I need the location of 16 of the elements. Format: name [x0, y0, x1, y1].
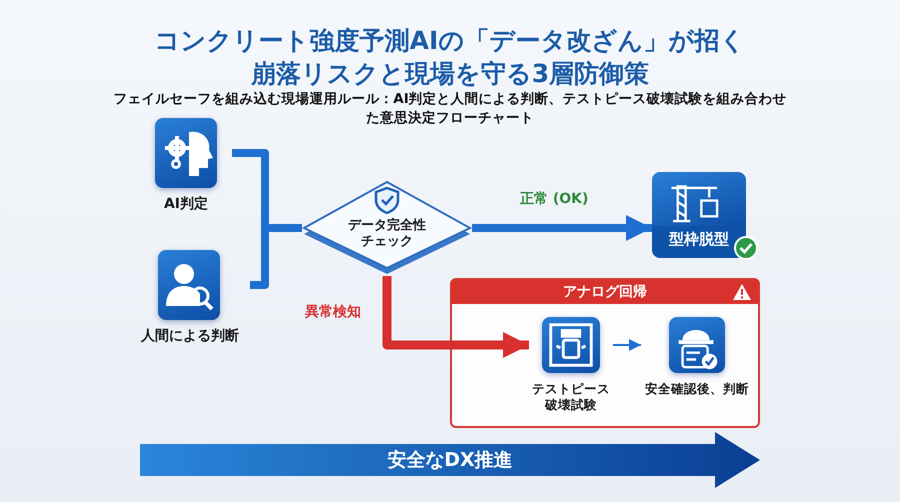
arrow — [613, 339, 641, 351]
arrow — [382, 276, 529, 358]
edge-label: 正常 (OK) — [520, 190, 588, 208]
node-label: AI判定 — [162, 196, 210, 213]
band-label: 安全なDX推進 — [386, 448, 514, 473]
node-label: テストピース破壊試験 — [531, 381, 611, 413]
node-label: 安全確認後、判断 — [644, 381, 750, 397]
edge-label: 異常検知 — [305, 303, 361, 321]
subtitle: フェイルセーフを組み込む現場運用ルール：AI判定と人間による判断、テストピース破壊試験を組み合わせた意思決定フローチャート — [112, 90, 788, 128]
node-label: 人間による判断 — [140, 328, 240, 345]
process-box: 型枠脱型 — [652, 226, 746, 258]
alert-panel — [450, 278, 760, 428]
node-label: データ完全性チェック — [347, 218, 427, 250]
title: コンクリート強度予測AIの「データ改ざん」が招く崩落リスクと現場を守る3層防御策 — [154, 25, 746, 90]
panel-header: アナログ回帰 — [452, 280, 758, 304]
arrow — [472, 215, 652, 241]
